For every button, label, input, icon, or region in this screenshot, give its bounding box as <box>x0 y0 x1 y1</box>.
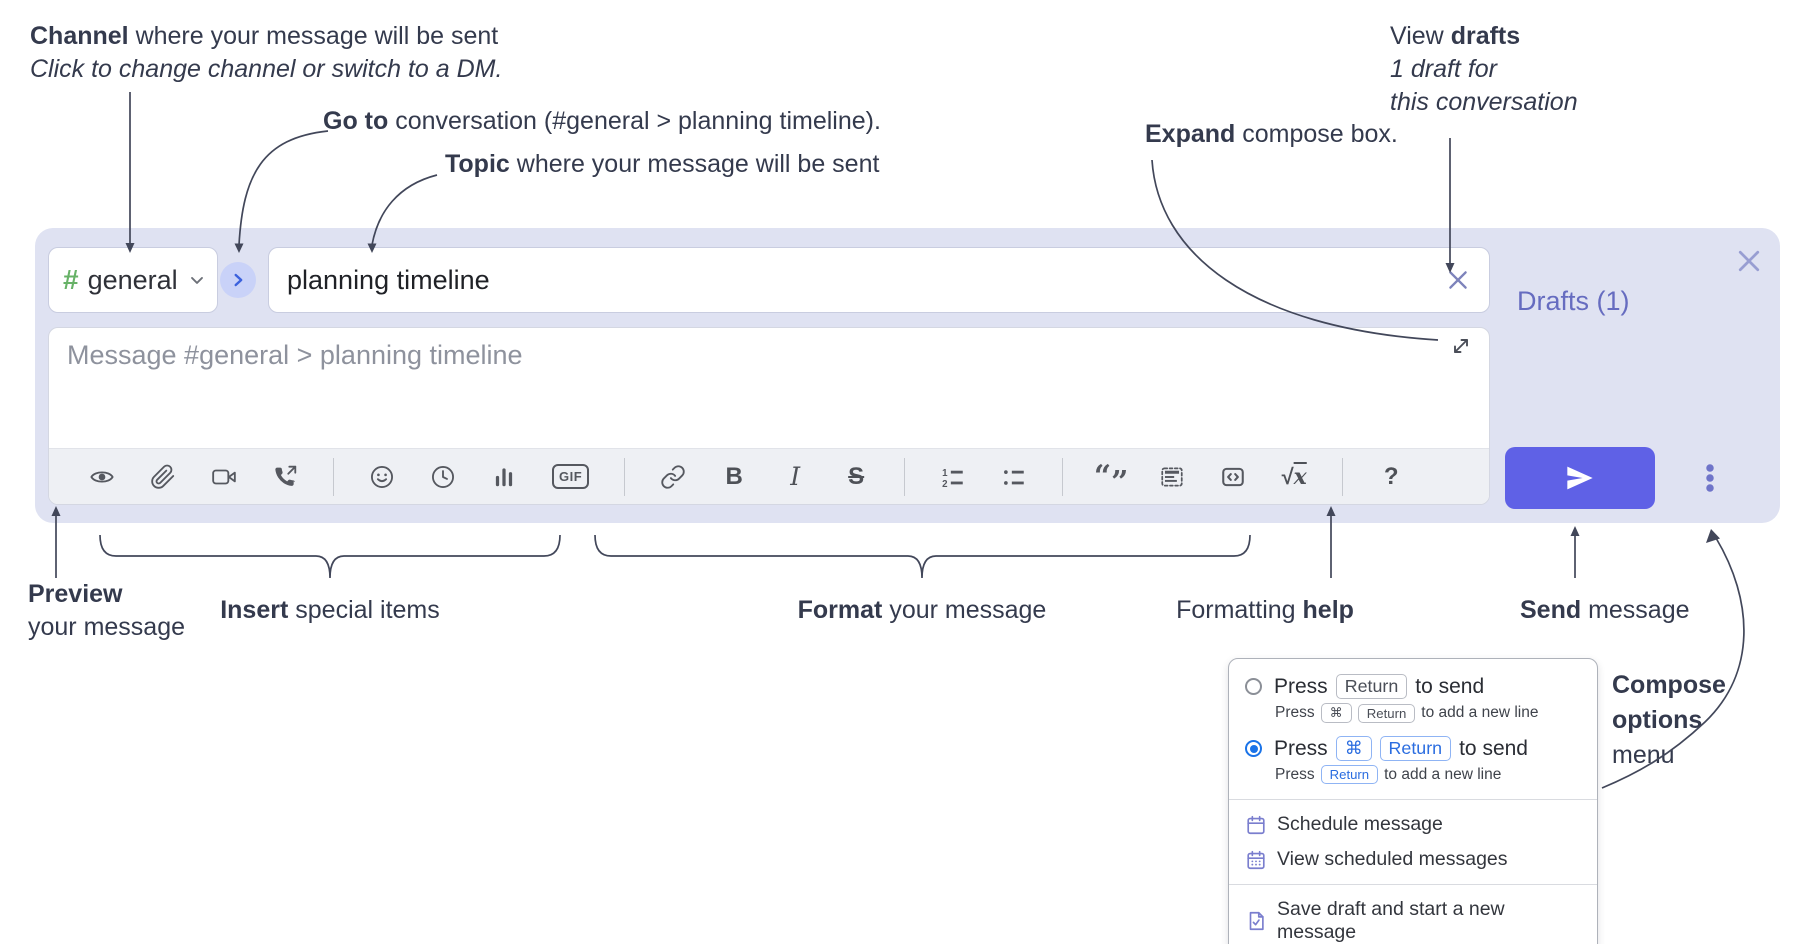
send-icon <box>1567 466 1593 490</box>
attach-file-icon[interactable] <box>150 464 176 490</box>
spoiler-icon[interactable] <box>1159 464 1185 490</box>
formatting-help-annotation: Formatting help <box>1176 596 1354 624</box>
draft-document-icon <box>1249 911 1264 931</box>
topic-annotation: Topic where your message will be sent <box>445 150 880 178</box>
radio-selected-icon[interactable] <box>1245 740 1262 757</box>
bulleted-list-icon[interactable] <box>1001 464 1027 490</box>
channel-name: general <box>87 264 178 295</box>
cmd-key: ⌘ <box>1335 736 1372 761</box>
gif-icon[interactable]: GIF <box>552 464 590 489</box>
menu-option-cmd-enter-to-send[interactable]: Press ⌘ Return to send <box>1229 731 1597 763</box>
toolbar-divider <box>624 457 626 496</box>
calendar-icon <box>1247 815 1265 834</box>
bold-icon[interactable]: B <box>725 462 743 490</box>
return-key: Return <box>1320 765 1379 784</box>
compose-box: # general planning timeline <box>35 228 1780 523</box>
expand-compose-button[interactable] <box>1449 334 1473 358</box>
radio-unselected-icon[interactable] <box>1245 678 1262 695</box>
menu-option-cmd-enter-to-send-hint: Press Return to add a new line <box>1275 765 1502 784</box>
topic-clear-button[interactable] <box>1445 267 1471 293</box>
toolbar-divider <box>904 457 906 496</box>
format-annotation: Format your message <box>797 596 1047 624</box>
math-icon[interactable]: √x <box>1281 463 1307 490</box>
vertical-ellipsis-icon <box>1706 464 1714 492</box>
quote-icon[interactable]: “” <box>1093 458 1129 500</box>
emoji-icon[interactable] <box>369 464 395 490</box>
video-call-icon[interactable] <box>211 464 237 490</box>
channel-annotation: Channel where your message will be sent … <box>30 20 502 86</box>
menu-divider <box>1229 799 1597 800</box>
cmd-key: ⌘ <box>1320 703 1352 723</box>
compose-options-menu-button[interactable] <box>1690 450 1730 506</box>
preview-icon[interactable] <box>89 464 115 490</box>
topic-input[interactable]: planning timeline <box>268 247 1490 313</box>
message-formatting-help-icon[interactable]: ? <box>1383 462 1399 490</box>
goto-annotation: Go to conversation (#general > planning … <box>323 107 881 135</box>
view-drafts-annotation: View drafts 1 draft for this conversatio… <box>1390 22 1578 116</box>
send-annotation: Send message <box>1520 596 1690 624</box>
hash-icon: # <box>63 264 79 295</box>
toolbar-divider <box>1062 457 1064 496</box>
compose-options-annotation: Compose options menu <box>1612 671 1726 769</box>
menu-option-enter-to-send[interactable]: Press Return to send <box>1229 669 1597 701</box>
close-icon <box>1449 271 1467 289</box>
menu-divider <box>1229 884 1597 885</box>
preview-annotation: Preview your message <box>28 580 186 641</box>
expand-icon <box>1454 339 1468 353</box>
return-key: Return <box>1335 674 1408 699</box>
code-icon[interactable] <box>1220 464 1246 490</box>
close-icon <box>1738 250 1760 272</box>
poll-icon[interactable] <box>491 464 517 490</box>
chevron-right-icon <box>234 273 243 287</box>
svg-text:1: 1 <box>942 467 948 478</box>
calendar-list-icon <box>1247 850 1265 869</box>
svg-text:2: 2 <box>942 478 948 489</box>
channel-selector[interactable]: # general <box>48 247 218 313</box>
strikethrough-icon[interactable]: S <box>848 462 865 490</box>
menu-item-view-scheduled-messages[interactable]: View scheduled messages <box>1229 842 1597 877</box>
link-icon[interactable] <box>660 464 686 490</box>
voice-call-icon[interactable] <box>272 464 298 490</box>
expand-annotation: Expand compose box. <box>1145 120 1398 148</box>
message-box: Message #general > planning timeline <box>48 327 1490 505</box>
toolbar-divider <box>333 457 334 496</box>
channel-annotation-line2: Click to change channel or switch to a D… <box>30 55 503 83</box>
compose-close-button[interactable] <box>1734 246 1764 276</box>
go-to-conversation-button[interactable] <box>220 262 256 298</box>
return-key: Return <box>1357 703 1416 723</box>
insert-annotation: Insert special items <box>220 596 440 624</box>
drafts-link[interactable]: Drafts (1) <box>1517 286 1630 316</box>
menu-item-save-draft-new-message[interactable]: Save draft and start a new message <box>1229 892 1597 944</box>
channel-annotation-bold: Channel <box>30 22 129 50</box>
toolbar-divider <box>1342 457 1344 496</box>
message-placeholder: Message #general > planning timeline <box>67 340 523 370</box>
global-time-icon[interactable] <box>430 464 456 490</box>
italic-icon[interactable]: I <box>790 462 801 491</box>
compose-options-menu: Press Return to send Press ⌘ Return to a… <box>1228 658 1598 944</box>
menu-item-schedule-message[interactable]: Schedule message <box>1229 807 1597 842</box>
send-button[interactable] <box>1505 447 1655 509</box>
chevron-down-icon <box>191 277 203 284</box>
topic-value: planning timeline <box>287 264 490 295</box>
menu-option-enter-to-send-hint: Press ⌘ Return to add a new line <box>1275 703 1539 723</box>
return-key: Return <box>1379 736 1452 761</box>
message-input[interactable]: Message #general > planning timeline <box>49 328 1489 448</box>
